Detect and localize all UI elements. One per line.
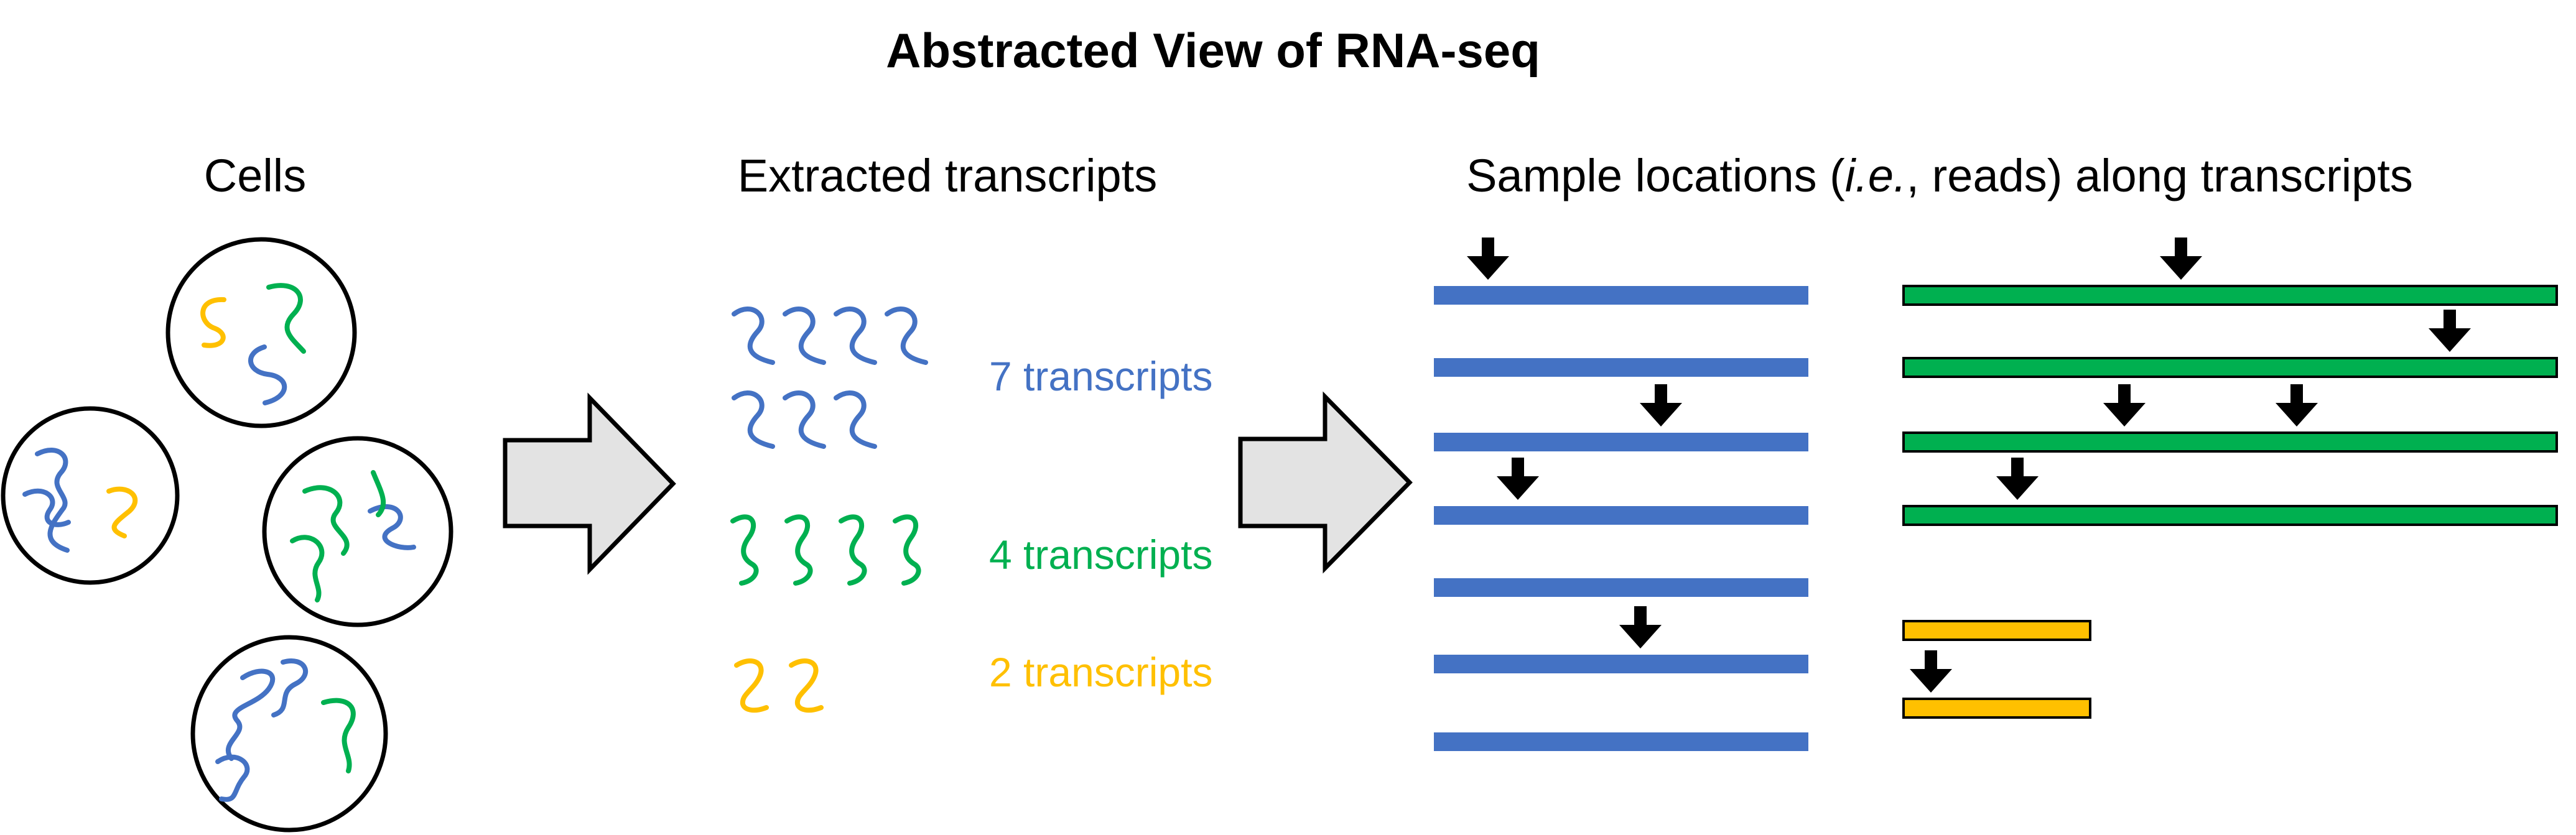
heading-cells: Cells <box>204 150 306 201</box>
blue-transcript-squiggle-7 <box>834 390 877 449</box>
read-marker-green-1-1 <box>2160 238 2202 280</box>
read-marker-green-3-1 <box>2103 384 2146 427</box>
read-marker-blue-1-1 <box>1467 238 1509 280</box>
read-marker-yellow-2-1 <box>1910 650 1952 693</box>
cell-left <box>1 406 180 585</box>
green-transcript-bar-2 <box>1902 357 2558 378</box>
green-transcript-bar-3 <box>1902 431 2558 453</box>
blue-transcript-squiggle-3 <box>834 307 877 365</box>
blue-transcript-squiggle-2 <box>783 307 826 365</box>
blue-transcript-bar-6 <box>1434 655 1808 673</box>
count-label-green: 4 transcripts <box>989 532 1212 578</box>
green-transcript-squiggle-1 <box>730 514 759 586</box>
cell-top <box>165 237 357 428</box>
read-marker-blue-4-1 <box>1497 458 1539 500</box>
heading-extracted-transcripts: Extracted transcripts <box>738 150 1157 201</box>
read-marker-green-2-1 <box>2429 310 2471 352</box>
cell-middle <box>262 436 453 627</box>
heading-sample-pre: Sample locations ( <box>1466 150 1845 201</box>
green-transcript-squiggle-3 <box>839 514 867 586</box>
blue-transcript-bar-4 <box>1434 506 1808 525</box>
count-label-yellow: 2 transcripts <box>989 649 1212 695</box>
blue-transcript-squiggle-6 <box>783 390 826 449</box>
yellow-transcript-bar-2 <box>1902 698 2091 719</box>
cell-bottom <box>190 635 388 833</box>
process-arrow-2 <box>1238 391 1413 574</box>
read-marker-blue-6-1 <box>1619 606 1662 648</box>
sampled-transcript-bars <box>1434 238 2558 751</box>
yellow-transcript-squiggle-2 <box>789 658 824 713</box>
blue-transcript-squiggle-5 <box>732 390 775 449</box>
read-marker-blue-3-1 <box>1640 384 1682 427</box>
yellow-transcript-bar-1 <box>1902 620 2091 641</box>
read-marker-green-3-2 <box>2276 384 2318 427</box>
diagram-title: Abstracted View of RNA-seq <box>886 23 1540 78</box>
green-transcript-bar-4 <box>1902 505 2558 526</box>
count-label-blue: 7 transcripts <box>989 353 1212 399</box>
process-arrow-1 <box>503 392 676 575</box>
blue-transcript-bar-1 <box>1434 286 1808 305</box>
read-marker-green-4-1 <box>1996 458 2039 500</box>
heading-sample-ie: i.e. <box>1845 150 1907 201</box>
green-transcript-squiggle-4 <box>893 514 921 586</box>
blue-transcript-bar-7 <box>1434 732 1808 751</box>
heading-sample-post: , reads) along transcripts <box>1907 150 2413 201</box>
green-transcript-squiggle-2 <box>784 514 813 586</box>
blue-transcript-squiggle-4 <box>885 307 928 365</box>
blue-transcript-bar-5 <box>1434 578 1808 597</box>
green-transcript-bar-1 <box>1902 285 2558 306</box>
heading-sample-locations: Sample locations (i.e., reads) along tra… <box>1466 150 2413 201</box>
blue-transcript-bar-2 <box>1434 358 1808 377</box>
blue-transcript-squiggle-1 <box>732 307 775 365</box>
yellow-transcript-squiggle-1 <box>734 658 769 713</box>
blue-transcript-bar-3 <box>1434 433 1808 451</box>
extracted-transcript-squiggles <box>730 307 928 713</box>
